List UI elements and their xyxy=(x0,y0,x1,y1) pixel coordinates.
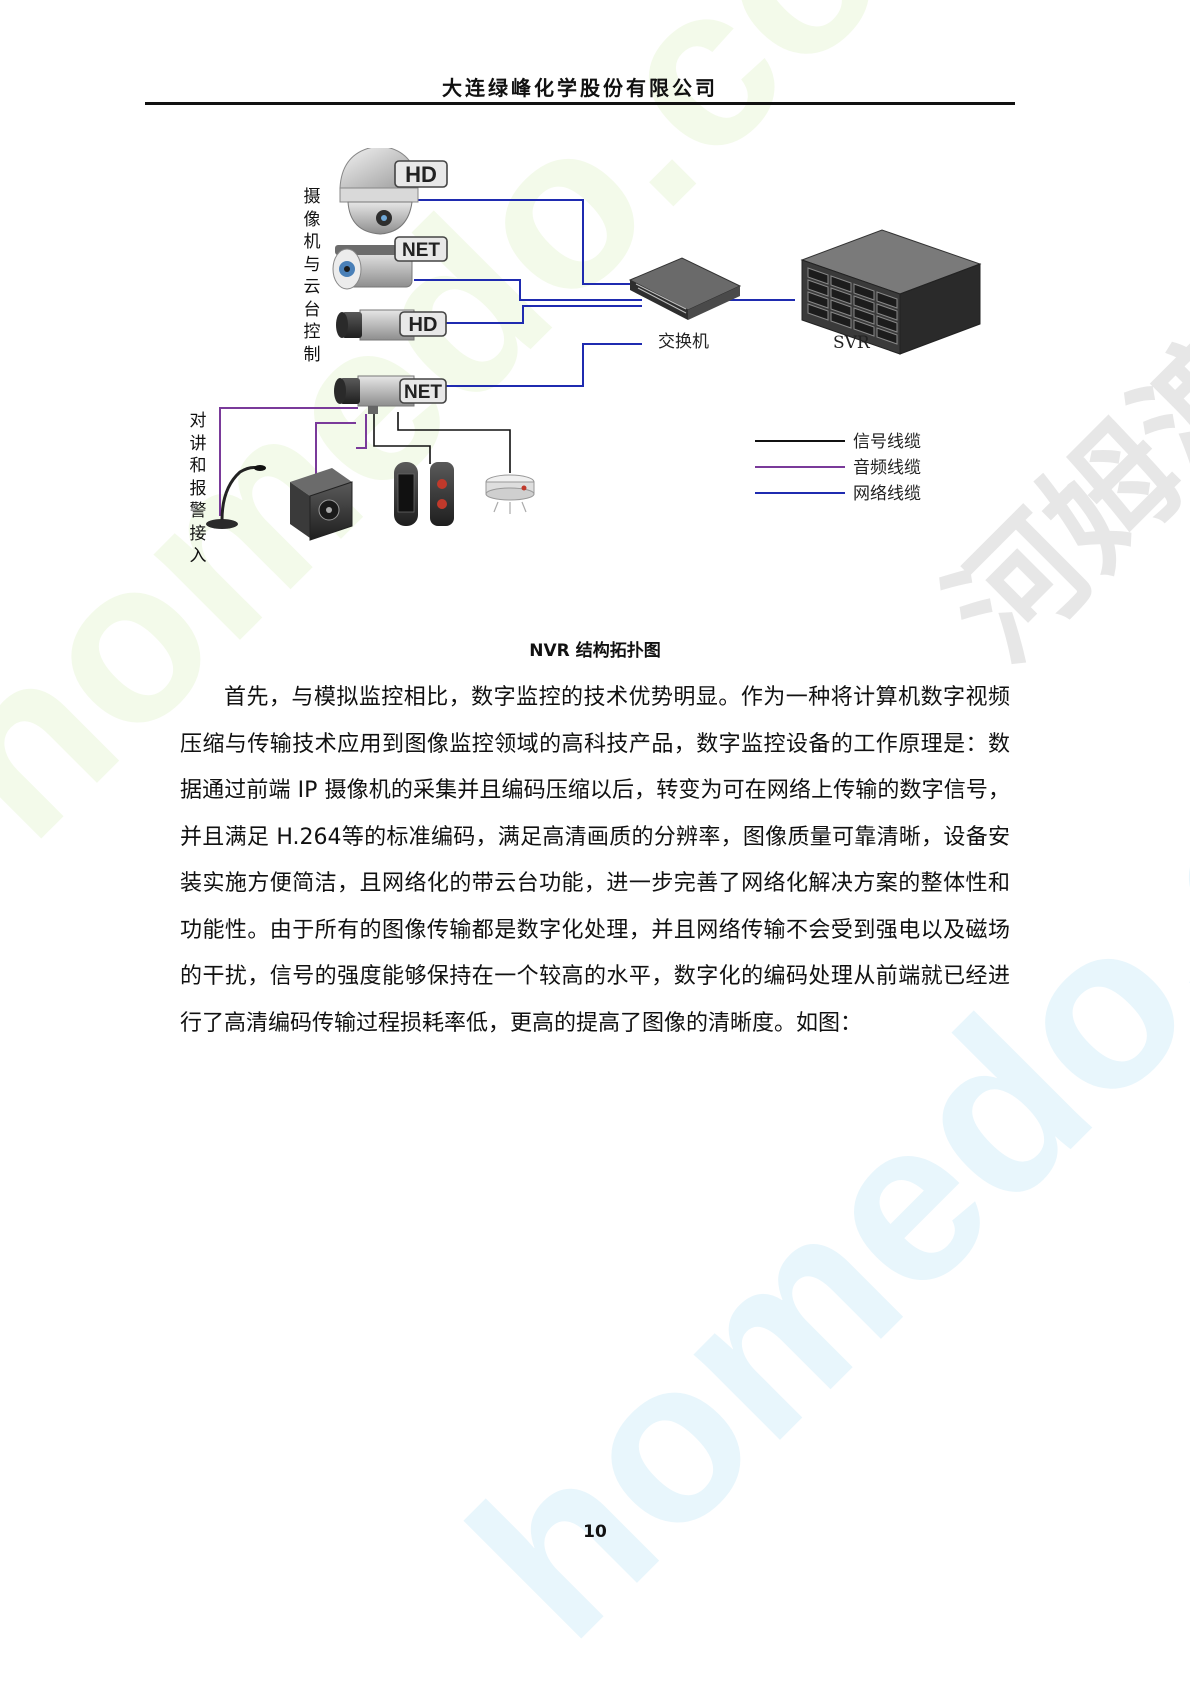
legend-label: 信号线缆 xyxy=(853,432,921,452)
camera-badges: HD NET HD NET xyxy=(394,160,448,404)
legend-label: 网络线缆 xyxy=(853,484,921,504)
switch-icon xyxy=(628,257,742,320)
smoke-detector-icon xyxy=(485,474,535,514)
nvr-topology-diagram: 摄像机与云台控制 对讲和报警接入 xyxy=(180,145,1040,588)
body-text: 首先，与模拟监控相比，数字监控的技术优势明显。作为一种将计算机数字视频压缩与传输… xyxy=(180,675,1010,1047)
camera-badge-label: NET xyxy=(404,382,442,403)
intercom-group-label: 对讲和报警接入 xyxy=(189,411,207,566)
network-cables xyxy=(414,199,795,387)
watermark-brand-2: homedo.com xyxy=(422,490,1190,1685)
legend-label: 音频线缆 xyxy=(853,458,921,478)
microphone-icon xyxy=(206,465,266,529)
camera-group-label: 摄像机与云台控制 xyxy=(303,187,321,365)
beam-detector-icon xyxy=(394,462,454,526)
camera-badge: NET xyxy=(394,236,448,262)
camera-badge: NET xyxy=(399,378,447,404)
svr-server-icon xyxy=(800,229,982,355)
camera-badge-label: HD xyxy=(409,314,438,336)
speaker-icon xyxy=(290,468,353,541)
figure-caption: NVR 结构拓扑图 xyxy=(529,641,661,661)
page-number: 10 xyxy=(583,1522,607,1542)
signal-cables xyxy=(373,412,511,473)
switch-label: 交换机 xyxy=(658,332,709,352)
camera-badge: HD xyxy=(399,311,447,337)
body-paragraph: 首先，与模拟监控相比，数字监控的技术优势明显。作为一种将计算机数字视频压缩与传输… xyxy=(180,685,1010,1036)
camera-badge-label: HD xyxy=(405,162,437,187)
camera-badge-label: NET xyxy=(402,240,440,261)
svr-label: SVR xyxy=(833,333,871,353)
diagram-svg: HD NET HD NET 交换机 SVR xyxy=(206,145,982,541)
header-rule xyxy=(145,102,1015,105)
camera-badge: HD xyxy=(394,160,448,188)
page-header: 大连绿峰化学股份有限公司 xyxy=(442,76,718,100)
audio-cables xyxy=(219,407,367,516)
